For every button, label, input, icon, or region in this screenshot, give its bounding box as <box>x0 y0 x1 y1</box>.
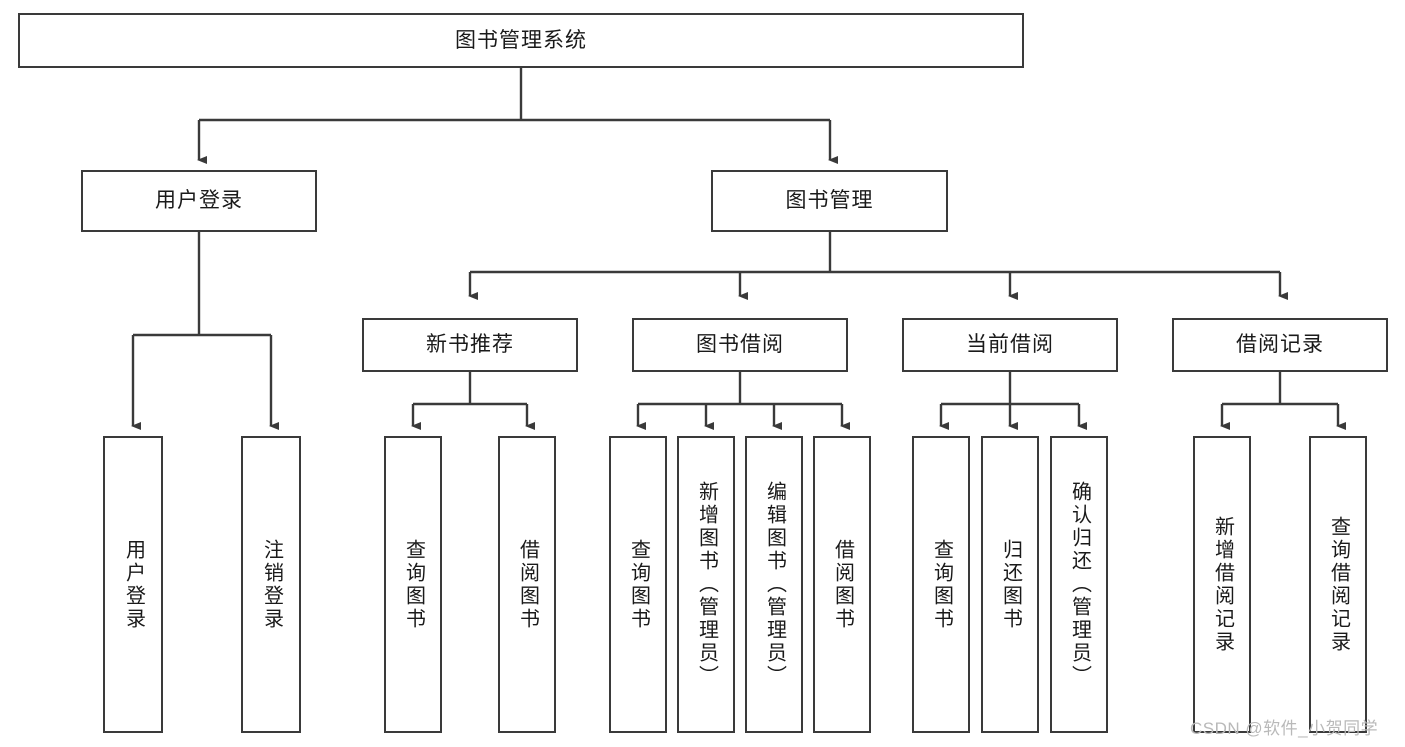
leaf-bb-add-book-admin[interactable]: 新增图书（管理员） <box>677 436 735 733</box>
leaf-cb-query-book-label: 查询图书 <box>930 538 953 631</box>
leaf-cb-query-book[interactable]: 查询图书 <box>912 436 970 733</box>
leaf-bb-edit-book-admin-label: 编辑图书（管理员） <box>763 481 786 688</box>
leaf-bb-edit-book-admin[interactable]: 编辑图书（管理员） <box>745 436 803 733</box>
leaf-bb-add-book-admin-label: 新增图书（管理员） <box>695 481 718 688</box>
node-new-book-recommend-label: 新书推荐 <box>426 333 514 357</box>
node-root-system[interactable]: 图书管理系统 <box>18 13 1024 68</box>
leaf-nb-query-book[interactable]: 查询图书 <box>384 436 442 733</box>
leaf-nb-borrow-book[interactable]: 借阅图书 <box>498 436 556 733</box>
leaf-cb-confirm-return-admin[interactable]: 确认归还（管理员） <box>1050 436 1108 733</box>
leaf-br-query-record[interactable]: 查询借阅记录 <box>1309 436 1367 733</box>
leaf-cb-confirm-return-admin-label: 确认归还（管理员） <box>1068 481 1091 688</box>
leaf-cb-return-book[interactable]: 归还图书 <box>981 436 1039 733</box>
leaf-br-add-record-label: 新增借阅记录 <box>1211 515 1234 654</box>
leaf-br-query-record-label: 查询借阅记录 <box>1327 515 1350 654</box>
node-new-book-recommend[interactable]: 新书推荐 <box>362 318 578 372</box>
leaf-nb-borrow-book-label: 借阅图书 <box>516 538 539 631</box>
leaf-bb-query-book-label: 查询图书 <box>627 538 650 631</box>
node-root-label: 图书管理系统 <box>455 28 587 52</box>
leaf-bb-borrow-book-label: 借阅图书 <box>831 538 854 631</box>
node-borrow-records[interactable]: 借阅记录 <box>1172 318 1388 372</box>
leaf-logout-label: 注销登录 <box>260 538 283 631</box>
node-user-login-label: 用户登录 <box>155 189 243 213</box>
leaf-user-login[interactable]: 用户登录 <box>103 436 163 733</box>
leaf-bb-borrow-book[interactable]: 借阅图书 <box>813 436 871 733</box>
node-book-manage-label: 图书管理 <box>785 189 874 213</box>
node-book-borrow-label: 图书借阅 <box>696 333 784 357</box>
leaf-bb-query-book[interactable]: 查询图书 <box>609 436 667 733</box>
node-current-borrow[interactable]: 当前借阅 <box>902 318 1118 372</box>
node-borrow-records-label: 借阅记录 <box>1236 333 1324 357</box>
leaf-nb-query-book-label: 查询图书 <box>402 538 425 631</box>
leaf-cb-return-book-label: 归还图书 <box>999 538 1022 631</box>
node-book-borrow[interactable]: 图书借阅 <box>632 318 848 372</box>
node-user-login[interactable]: 用户登录 <box>81 170 317 232</box>
leaf-logout[interactable]: 注销登录 <box>241 436 301 733</box>
leaf-user-login-label: 用户登录 <box>122 538 145 631</box>
node-book-manage[interactable]: 图书管理 <box>711 170 948 232</box>
leaf-br-add-record[interactable]: 新增借阅记录 <box>1193 436 1251 733</box>
node-current-borrow-label: 当前借阅 <box>966 333 1054 357</box>
